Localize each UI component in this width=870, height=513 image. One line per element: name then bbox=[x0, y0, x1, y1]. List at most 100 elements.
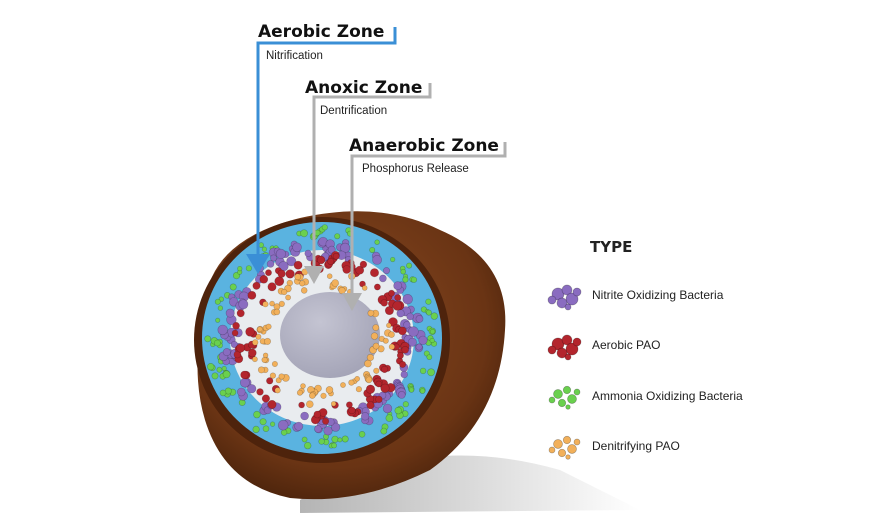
bacteria-dot bbox=[337, 437, 343, 443]
bacteria-dot bbox=[267, 399, 277, 409]
bacteria-dot bbox=[316, 255, 326, 265]
bacteria-dot bbox=[261, 246, 268, 252]
bacteria-dot bbox=[394, 294, 402, 301]
bacteria-dot bbox=[300, 229, 308, 238]
anaerobic-zone-title: Anaerobic Zone bbox=[349, 136, 499, 156]
bacteria-dot bbox=[374, 239, 380, 245]
bacteria-dot bbox=[277, 269, 286, 278]
bacteria-dot bbox=[394, 406, 402, 415]
bacteria-dot bbox=[358, 430, 366, 438]
bacteria-dot bbox=[342, 265, 352, 274]
bacteria-dot bbox=[263, 337, 271, 345]
bacteria-dot bbox=[252, 425, 260, 434]
bacteria-dot bbox=[204, 335, 212, 343]
bacteria-dot bbox=[402, 401, 409, 408]
bacteria-dot bbox=[265, 269, 272, 277]
bacteria-dot bbox=[273, 308, 281, 316]
bacteria-dot bbox=[221, 365, 227, 372]
bacteria-dot bbox=[375, 380, 383, 388]
bacteria-dot bbox=[380, 383, 390, 393]
bacteria-dot bbox=[390, 256, 396, 263]
bacteria-dot bbox=[425, 309, 432, 316]
bacteria-dot bbox=[325, 386, 334, 394]
bacteria-dot bbox=[278, 373, 285, 380]
bacteria-dot bbox=[338, 287, 346, 295]
bacteria-dot bbox=[259, 418, 267, 426]
bacteria-dot bbox=[406, 312, 415, 321]
bacteria-dot bbox=[211, 372, 219, 380]
bacteria-dot bbox=[285, 294, 291, 301]
bacteria-dot bbox=[225, 308, 235, 318]
legend-label-denitrifying-pao: Denitrifying PAO bbox=[592, 439, 680, 453]
bacteria-dot bbox=[237, 387, 246, 397]
bacteria-dot bbox=[267, 282, 277, 292]
bacteria-dot bbox=[236, 309, 245, 318]
bacteria-dot bbox=[375, 395, 383, 404]
bacteria-dot bbox=[314, 425, 322, 433]
bacteria-dot bbox=[230, 340, 238, 349]
bacteria-dot bbox=[388, 343, 396, 350]
bacteria-dot bbox=[285, 269, 295, 279]
bacteria-dot bbox=[232, 272, 241, 280]
bacteria-dot bbox=[388, 289, 395, 297]
bacteria-dot bbox=[219, 389, 227, 397]
bacteria-dot bbox=[261, 356, 268, 364]
anaerobic-core bbox=[280, 292, 380, 378]
bacteria-dot bbox=[257, 366, 265, 374]
bacteria-dot bbox=[207, 363, 215, 371]
bacteria-dot bbox=[236, 343, 246, 353]
bacteria-dot bbox=[366, 401, 375, 410]
bacteria-dot bbox=[277, 419, 289, 431]
legend-label-aerobic-pao: Aerobic PAO bbox=[592, 338, 661, 352]
bacteria-dot bbox=[397, 390, 406, 399]
bacteria-dot bbox=[304, 249, 312, 257]
bacteria-dot bbox=[410, 276, 418, 283]
bacteria-dot bbox=[229, 283, 237, 291]
bacteria-dot bbox=[256, 388, 264, 396]
bacteria-dot bbox=[415, 343, 423, 351]
bacteria-dot bbox=[361, 285, 368, 291]
bacteria-dot bbox=[232, 321, 240, 330]
bacteria-dot bbox=[429, 337, 435, 344]
bacteria-dot bbox=[386, 322, 392, 329]
bacteria-dot bbox=[300, 287, 308, 294]
bacteria-dot bbox=[322, 417, 330, 425]
aerobic-zone-subtitle: Nitrification bbox=[266, 50, 323, 62]
bacteria-dot bbox=[274, 276, 285, 287]
bacteria-dot bbox=[270, 254, 278, 262]
anoxic-zone-subtitle: Dentrification bbox=[320, 105, 388, 117]
bacteria-dot bbox=[355, 386, 363, 393]
bacteria-dot bbox=[274, 387, 281, 394]
bacteria-dot bbox=[252, 281, 261, 290]
bacteria-dot bbox=[348, 406, 356, 415]
bacteria-dot bbox=[331, 442, 337, 449]
bacteria-dot bbox=[217, 324, 228, 336]
bacteria-dot bbox=[330, 401, 337, 407]
bacteria-dot bbox=[373, 283, 381, 291]
bacteria-dot bbox=[247, 290, 257, 300]
bacteria-dot bbox=[213, 339, 221, 347]
bacteria-dot bbox=[399, 360, 407, 368]
bacteria-dot bbox=[355, 265, 365, 275]
bacteria-dot bbox=[381, 365, 389, 374]
bacteria-dot bbox=[388, 331, 395, 338]
bacteria-dot bbox=[271, 360, 278, 367]
legend-label-nitrite-oxidizing: Nitrite Oxidizing Bacteria bbox=[592, 288, 724, 302]
bacteria-dot bbox=[372, 254, 382, 265]
bacteria-dot bbox=[403, 321, 411, 329]
bacteria-dot bbox=[366, 353, 375, 362]
bacteria-dot bbox=[332, 252, 340, 260]
bacteria-dot bbox=[334, 233, 341, 240]
bacteria-dot bbox=[323, 426, 333, 436]
bacteria-dot bbox=[331, 422, 341, 432]
bacteria-dot bbox=[296, 389, 303, 396]
bacteria-dot bbox=[348, 379, 355, 386]
bacteria-dot bbox=[359, 260, 368, 269]
bacteria-dot bbox=[222, 370, 231, 379]
bacteria-dot bbox=[278, 300, 285, 308]
bacteria-dot bbox=[402, 294, 413, 305]
bacteria-dot bbox=[259, 274, 269, 284]
bacteria-dot bbox=[418, 335, 428, 345]
bacteria-particles bbox=[204, 224, 438, 450]
bacteria-dot bbox=[372, 324, 380, 331]
